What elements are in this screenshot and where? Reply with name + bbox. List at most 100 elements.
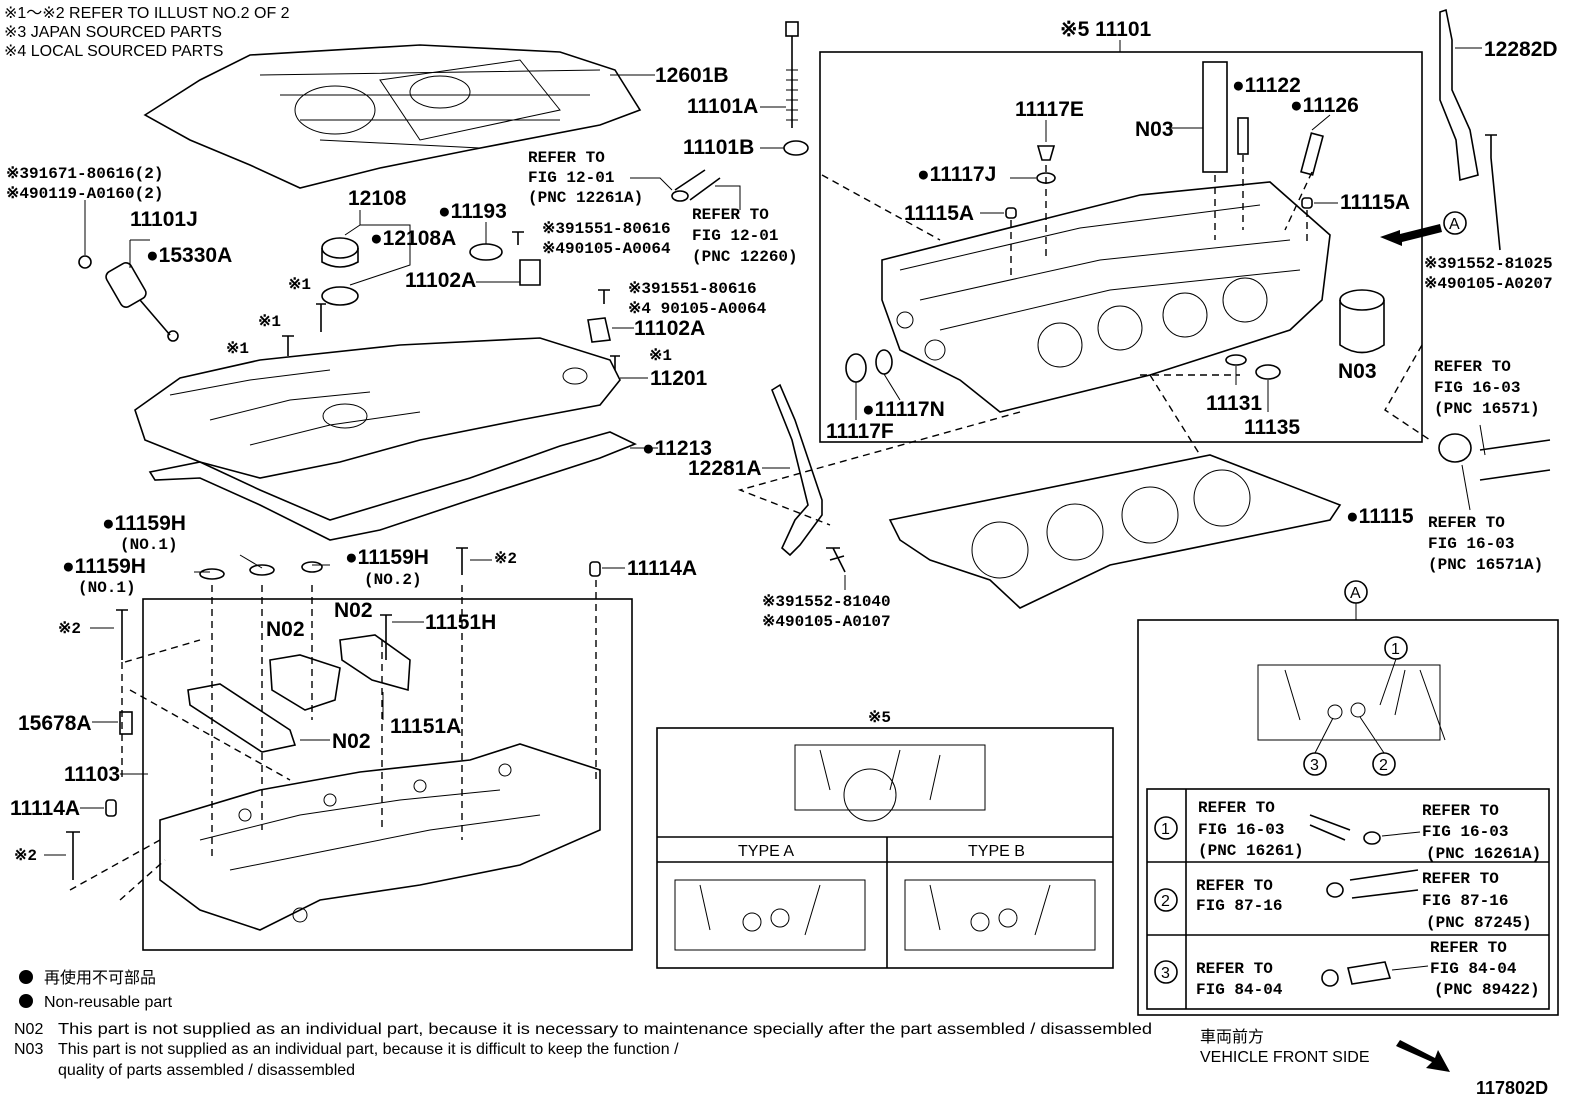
sensor-icon xyxy=(587,317,611,343)
label-11151A: 11151A xyxy=(390,715,461,738)
label-11213: ●11213 xyxy=(642,437,712,460)
header-note-2: ※3 JAPAN SOURCED PARTS xyxy=(4,24,222,41)
cam-sensor-icon xyxy=(519,259,541,286)
label-callout-3: 3 xyxy=(1310,757,1319,774)
label-x1a: ※1 xyxy=(288,276,311,294)
label-x1b: ※1 xyxy=(258,313,281,331)
plug-icon xyxy=(875,349,893,375)
type-top-sketch xyxy=(794,744,986,822)
seal-icon xyxy=(199,568,225,580)
temp-sensor-icon xyxy=(1347,961,1392,985)
label-11159H-2: ●11159H xyxy=(62,555,146,578)
label-refer1201b-3: (PNC 12260) xyxy=(692,248,798,266)
label-row1-r3: (PNC 16261A) xyxy=(1426,845,1541,863)
label-x1d: ※1 xyxy=(649,347,672,365)
label-type-b: TYPE B xyxy=(968,843,1025,860)
label-row2-r2: FIG 87-16 xyxy=(1422,892,1508,910)
engine-hanger-12282D xyxy=(1439,8,1479,182)
label-11126: ●11126 xyxy=(1290,94,1359,117)
gasket-icon xyxy=(321,286,359,306)
washer-icon xyxy=(783,140,809,156)
label-n02a: N02 xyxy=(266,618,305,641)
label-row1-r2: FIG 16-03 xyxy=(1422,823,1508,841)
label-x2c: ※2 xyxy=(14,847,37,865)
legend-n03-text2: quality of parts assembled / disassemble… xyxy=(58,1062,355,1079)
label-12281A: 12281A xyxy=(688,457,762,480)
label-391671: ※391671-80616(2) xyxy=(6,165,163,183)
plug-icon xyxy=(845,353,867,383)
vehicle-front-en: VEHICLE FRONT SIDE xyxy=(1200,1049,1370,1066)
label-11101J: 11101J xyxy=(130,208,198,231)
label-391551b: ※391551-80616 xyxy=(628,280,757,298)
label-x1c: ※1 xyxy=(226,340,249,358)
head-cover-gasket xyxy=(148,431,637,541)
pin-icon xyxy=(1300,132,1324,176)
label-refer1603a-1: REFER TO xyxy=(1434,358,1511,376)
label-12108: 12108 xyxy=(348,187,407,210)
label-11201: 11201 xyxy=(650,367,708,390)
label-row-3: 3 xyxy=(1161,965,1170,982)
label-490105-0207: ※490105-A0207 xyxy=(1424,275,1553,293)
label-11101B: 11101B xyxy=(683,136,754,159)
view-a-box xyxy=(1137,619,1559,1016)
view-a-marker xyxy=(1443,211,1467,235)
type-b-sketch xyxy=(904,879,1096,951)
label-11117N: ●11117N xyxy=(862,398,945,421)
label-11103: 11103 xyxy=(64,763,120,786)
hose-icon xyxy=(1349,869,1419,899)
legend-n03-code: N03 xyxy=(14,1041,43,1058)
label-row1-l3: (PNC 16261) xyxy=(1198,842,1304,860)
legend-en: Non-reusable part xyxy=(44,994,173,1011)
header-note-3: ※4 LOCAL SOURCED PARTS xyxy=(4,43,223,60)
label-row3-l1: REFER TO xyxy=(1196,960,1273,978)
label-11102A-1: 11102A xyxy=(405,269,476,292)
label-490105-0107: ※490105-A0107 xyxy=(762,613,891,631)
label-11114A-2: 11114A xyxy=(10,797,80,820)
cylinder-head-cover xyxy=(134,337,621,479)
label-12108A: ●12108A xyxy=(370,227,456,250)
label-refer1201b-1: REFER TO xyxy=(692,206,769,224)
label-no2: (NO.2) xyxy=(364,571,422,589)
label-row3-r2: FIG 84-04 xyxy=(1430,960,1517,978)
label-circleA2: A xyxy=(1350,585,1361,602)
hose-icon xyxy=(674,169,721,201)
label-row2-r3: (PNC 87245) xyxy=(1426,914,1532,932)
seal-ring-icon xyxy=(469,243,503,261)
oil-filler-cap xyxy=(321,237,359,268)
bolt-icon xyxy=(78,255,92,269)
label-refer1603a-3: (PNC 16571) xyxy=(1434,400,1540,418)
label-row1-l1: REFER TO xyxy=(1198,799,1275,817)
seal-icon xyxy=(249,564,275,576)
label-row3-r1: REFER TO xyxy=(1430,939,1507,957)
legend-n02-code: N02 xyxy=(14,1021,43,1038)
label-callout-1: 1 xyxy=(1391,641,1400,658)
label-391552-81025: ※391552-81025 xyxy=(1424,255,1553,273)
label-490105a: ※490105-A0064 xyxy=(542,240,671,258)
oil-control-valve xyxy=(105,262,179,342)
plug-icon xyxy=(119,711,133,735)
label-11115A-2: 11115A xyxy=(1340,191,1410,214)
pin-icon xyxy=(105,799,117,817)
cylinder-head-gasket xyxy=(888,454,1342,609)
label-11115: ●11115 xyxy=(1346,505,1414,528)
label-n03b: N03 xyxy=(1338,360,1377,383)
gasket-icon xyxy=(1225,354,1247,366)
label-n02c: N02 xyxy=(332,730,371,753)
label-11151H: 11151H xyxy=(425,611,496,634)
label-row-2: 2 xyxy=(1161,893,1170,910)
vehicle-front-arrow-icon xyxy=(1396,1040,1450,1072)
header-note-1: ※1～※2 REFER TO ILLUST NO.2 OF 2 xyxy=(4,5,290,22)
label-11102A-2: 11102A xyxy=(634,317,705,340)
label-11193: ●11193 xyxy=(438,200,507,223)
label-refer1603b-2: FIG 16-03 xyxy=(1428,535,1514,553)
label-refer1201a-2: FIG 12-01 xyxy=(528,169,614,187)
label-x5-11101: ※5 11101 xyxy=(1060,18,1152,41)
legend-n02-text: This part is not supplied as an individu… xyxy=(58,1021,1152,1038)
legend-jp: 再使用不可部品 xyxy=(44,969,156,987)
label-391551a: ※391551-80616 xyxy=(542,220,671,238)
plug-icon xyxy=(1036,145,1056,161)
cylinder-head xyxy=(881,181,1331,413)
label-row2-l2: FIG 87-16 xyxy=(1196,897,1282,915)
label-490105b: ※4 90105-A0064 xyxy=(628,300,767,318)
